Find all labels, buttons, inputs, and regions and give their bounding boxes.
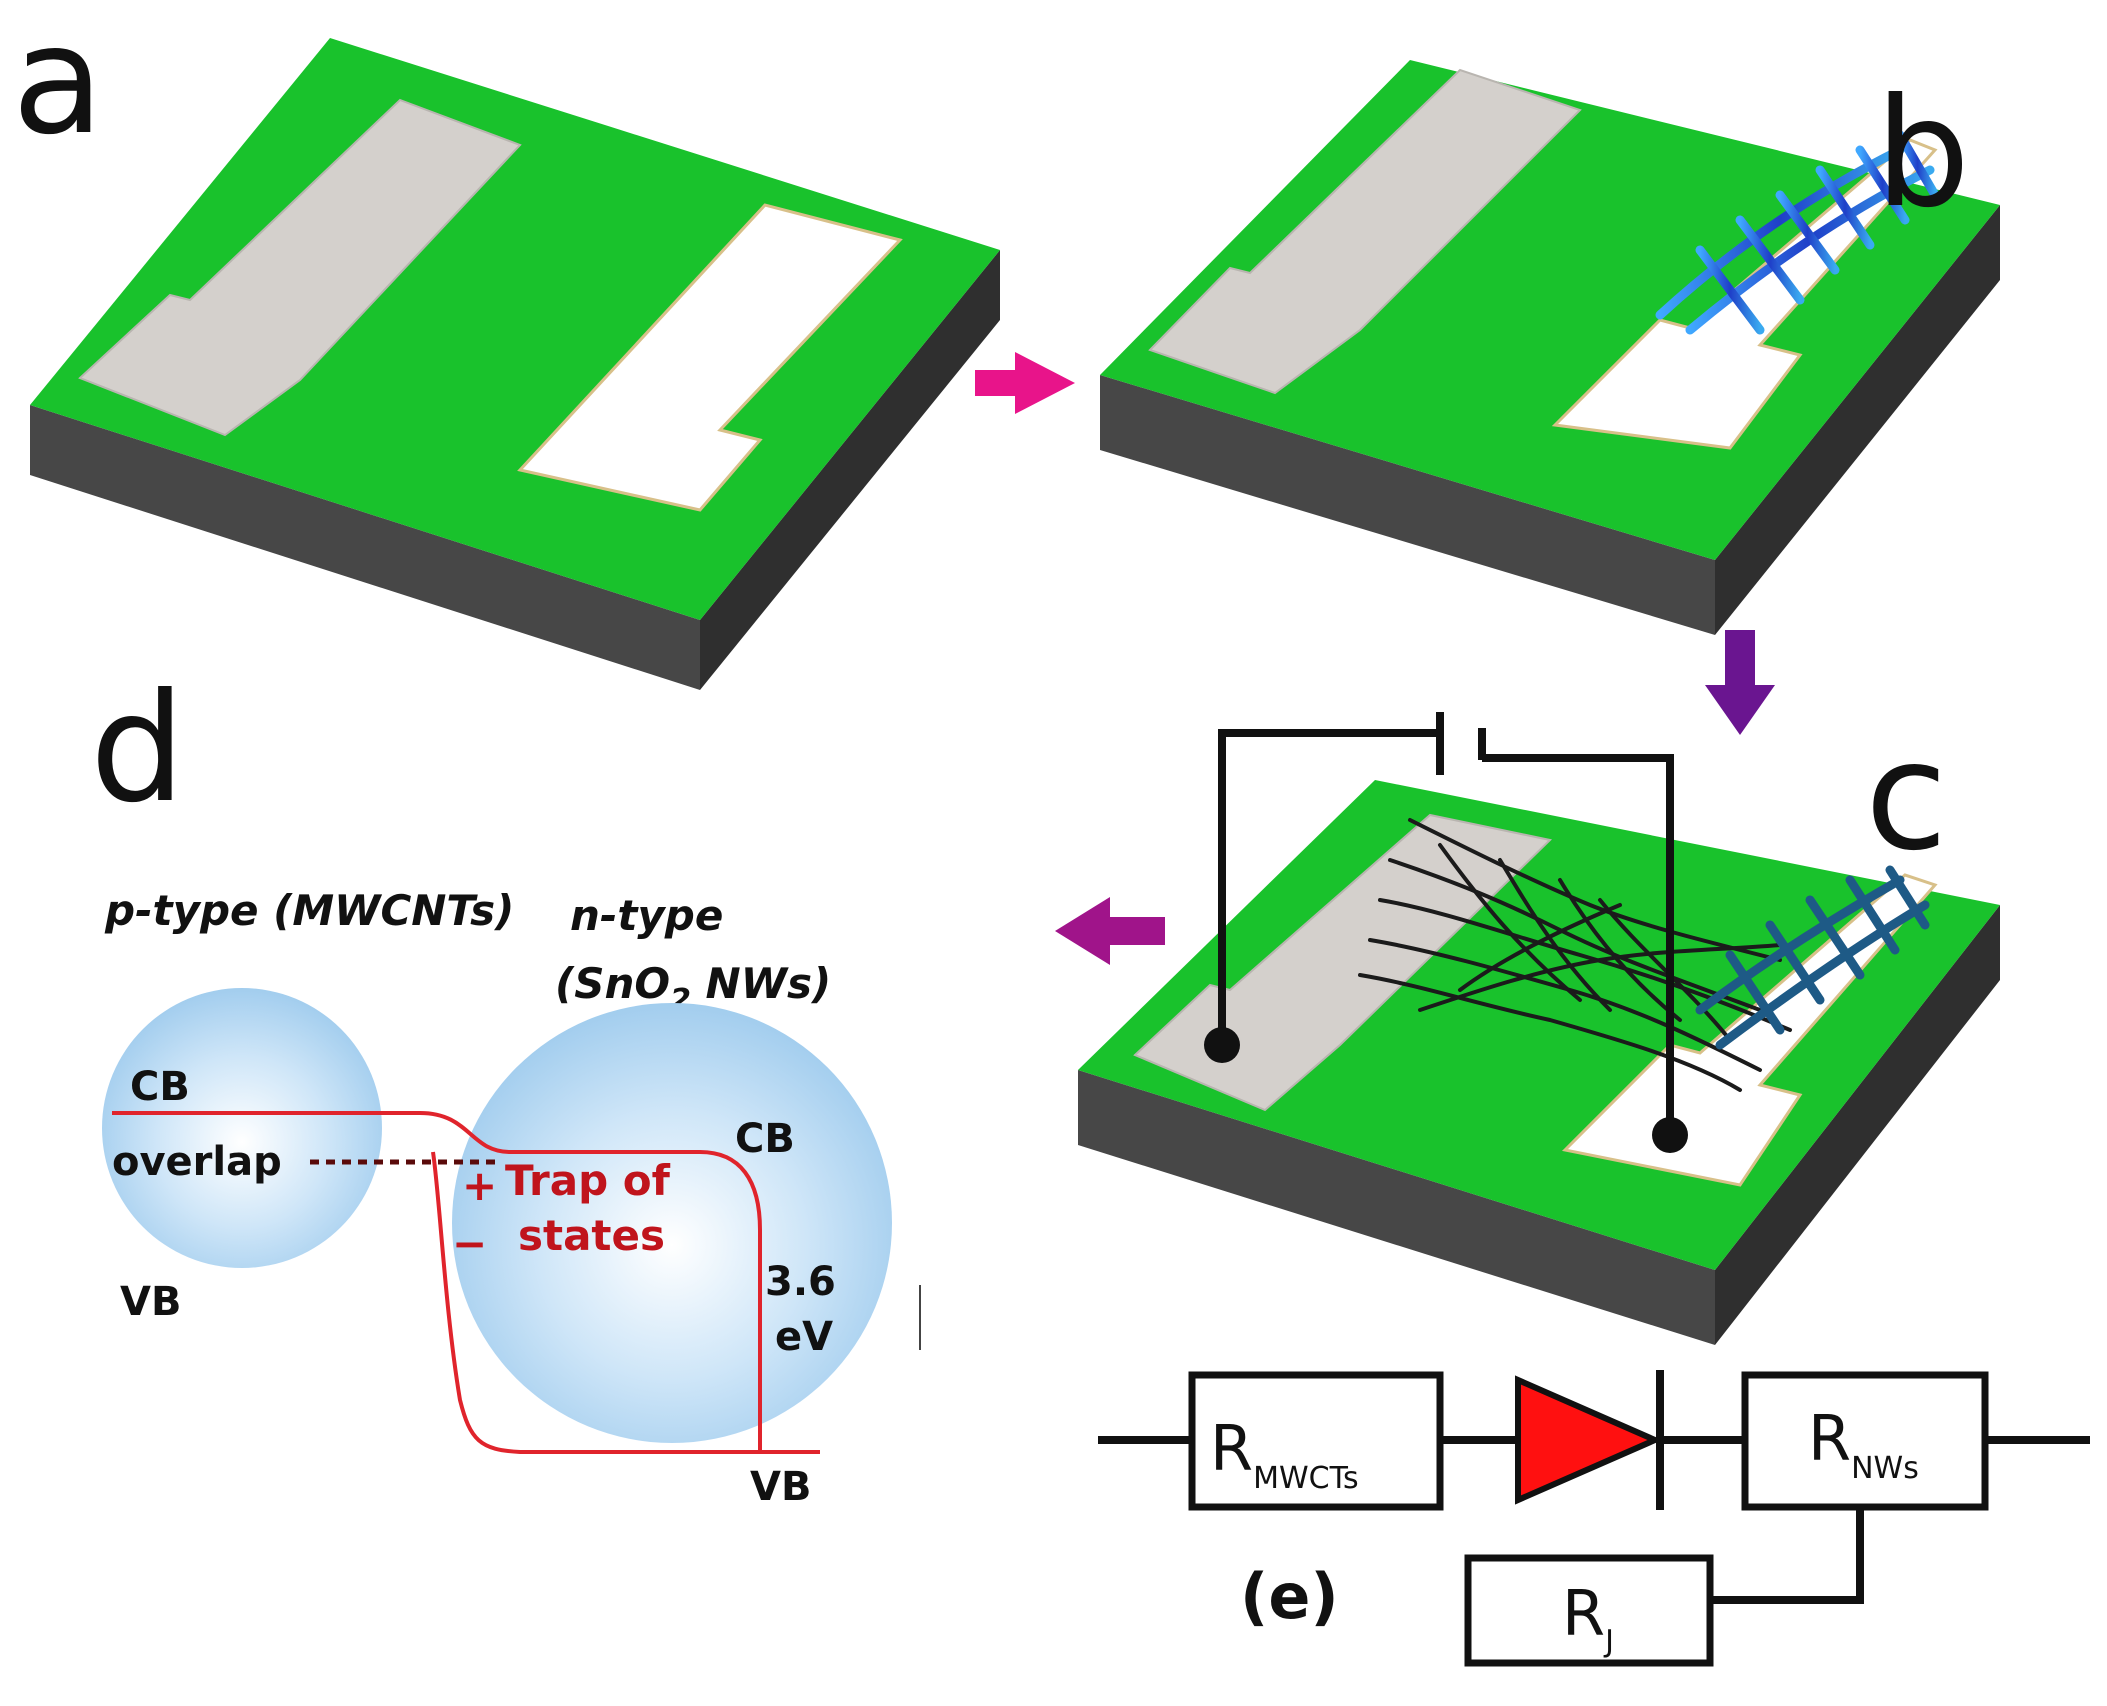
substrate-c-top	[1078, 780, 2000, 1270]
arrow-b-to-c	[1705, 630, 1775, 735]
band-gap-unit: eV	[775, 1314, 833, 1360]
bias-circuit-c	[1218, 712, 1674, 1130]
p-type-circle	[102, 988, 382, 1268]
cb-line	[112, 1111, 762, 1450]
n-type-circle	[452, 1003, 892, 1443]
panel-label-a: a	[12, 0, 104, 168]
arrow-c-to-d	[1055, 897, 1165, 965]
diode-triangle	[1515, 1375, 1663, 1505]
nanowires-b	[1655, 130, 1940, 335]
panel-label-c: c	[1865, 710, 1947, 884]
substrate-b-top	[1100, 60, 2000, 560]
resistor-j-box	[1464, 1554, 1714, 1667]
electrode-c-grey	[1133, 813, 1553, 1112]
overlap-label: overlap	[112, 1139, 282, 1185]
panel-label-d: d	[90, 662, 185, 836]
trap-of-states-line2: states	[518, 1211, 665, 1260]
p-type-label: p-type (MWCNTs)	[104, 886, 514, 935]
vb-line	[431, 1151, 820, 1454]
substrate-c-side-right	[1715, 905, 2000, 1345]
electrode-a-white	[517, 203, 903, 512]
nanotubes-c	[1358, 818, 1792, 1092]
panel-label-e: (e)	[1240, 1560, 1339, 1633]
substrate-a-side-left	[30, 405, 700, 690]
arrow-a-to-b	[975, 352, 1075, 414]
r-j-label: RJ	[1562, 1577, 1614, 1659]
cb-left-label: CB	[130, 1064, 190, 1110]
substrate-b-side-right	[1715, 205, 2000, 635]
substrate-c-side-left	[1078, 1070, 1715, 1345]
panel-a: a	[12, 0, 1000, 690]
substrate-a-side-right	[700, 250, 1000, 690]
resistor-mwcts-box	[1188, 1371, 1444, 1511]
plus-sign: +	[462, 1161, 497, 1210]
n-type-label-line1: n-type	[570, 891, 723, 940]
band-gap-value: 3.6	[765, 1259, 836, 1305]
cb-right-label: CB	[735, 1116, 795, 1162]
panel-b: b	[1100, 60, 2000, 635]
contact-dot-white	[1652, 1117, 1688, 1153]
r-mwcts-label: RMWCTs	[1210, 1412, 1359, 1496]
substrate-a-top	[30, 38, 1000, 620]
n-type-label-line2: (SnO2 NWs)	[555, 959, 831, 1018]
electrode-a-grey	[78, 98, 522, 437]
panel-c: c	[1078, 710, 2000, 1345]
band-edges	[112, 1111, 820, 1454]
minus-sign: −	[452, 1219, 487, 1268]
trap-of-states-line1: Trap of	[505, 1156, 671, 1205]
panel-label-b: b	[1875, 67, 1970, 241]
electrode-b-grey	[1148, 68, 1582, 395]
contact-dot-grey	[1204, 1027, 1240, 1063]
vb-right-label: VB	[750, 1464, 811, 1510]
panel-e: RMWCTs RNWs RJ (e)	[1098, 1370, 2090, 1667]
substrate-b-side-left	[1100, 375, 1715, 635]
resistor-nws-box	[1741, 1371, 1989, 1511]
r-nws-label: RNWs	[1808, 1402, 1919, 1486]
circuit-wires	[1098, 1436, 2090, 1604]
vb-left-label: VB	[120, 1279, 181, 1325]
panel-d: d p-type (MWCNTs) n-type (SnO2 NWs) CB o…	[90, 662, 921, 1510]
nanowires-c	[1695, 865, 1930, 1050]
